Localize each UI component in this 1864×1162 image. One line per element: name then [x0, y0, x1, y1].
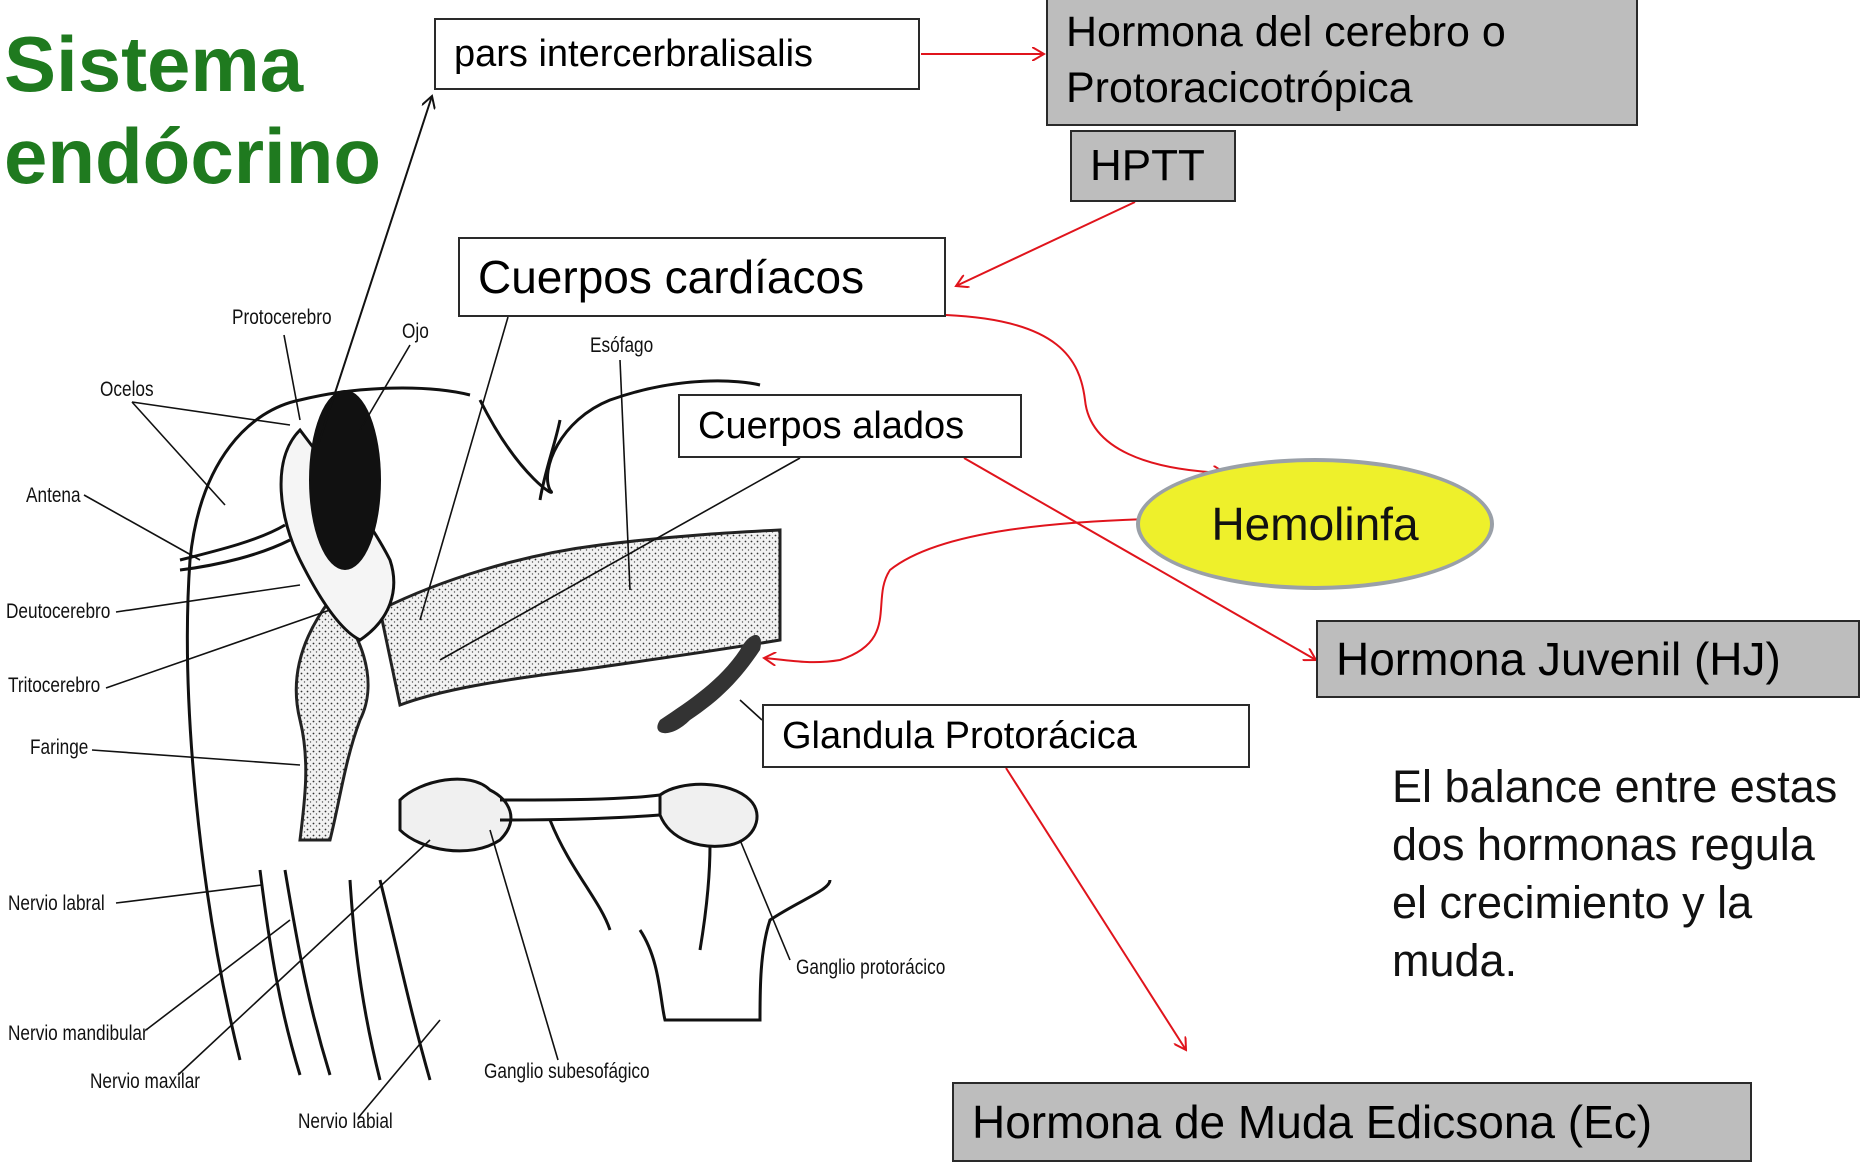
ellipse-hemolinfa: Hemolinfa	[1136, 458, 1494, 590]
box-hormona-cerebro: Hormona del cerebro o Protoracicotrópica	[1046, 0, 1638, 126]
title-line-1: Sistema	[4, 20, 304, 108]
label-nervio-labral: Nervio labral	[8, 892, 105, 915]
thorax-outline	[548, 819, 832, 1022]
balance-note: El balance entre estas dos hormonas regu…	[1392, 761, 1838, 986]
esophagus-shape	[378, 528, 782, 708]
head-capsule	[185, 379, 761, 1061]
box-hormona-juvenil: Hormona Juvenil (HJ)	[1316, 620, 1860, 698]
protothoracic-gland-shape	[657, 635, 761, 734]
label-nervio-maxilar: Nervio maxilar	[90, 1070, 201, 1093]
box-glandula-protoracica: Glandula Protorácica	[762, 704, 1250, 768]
label-ocelos: Ocelos	[100, 378, 154, 401]
label-protocerebro: Protocerebro	[232, 306, 332, 329]
label-nervio-mandibular: Nervio mandibular	[8, 1022, 148, 1045]
box-cuerpos-alados: Cuerpos alados	[678, 394, 1022, 458]
mouthparts	[258, 869, 432, 1081]
title-line-2: endócrino	[4, 112, 382, 200]
label-esofago: Esófago	[590, 334, 654, 357]
antenna-shape	[179, 523, 291, 572]
label-deutocerebro: Deutocerebro	[6, 600, 111, 623]
label-antena: Antena	[26, 484, 81, 507]
box-pars-intercerebralis: pars intercerbralisalis	[434, 18, 920, 90]
box-hptt: HPTT	[1070, 130, 1236, 202]
line-cuerpos-cardiacos	[419, 316, 509, 621]
arrow-pars	[317, 96, 432, 446]
subesophageal-ganglion-shape	[398, 777, 513, 853]
label-tritocerebro: Tritocerebro	[8, 674, 101, 697]
box-cuerpos-cardiacos: Cuerpos cardíacos	[458, 237, 946, 317]
line-glandula	[739, 699, 763, 721]
pharynx-shape	[294, 597, 370, 842]
label-ganglio-subesofagico: Ganglio subesofágico	[484, 1060, 650, 1083]
page-title: Sistema endócrino	[4, 18, 381, 202]
label-faringe: Faringe	[30, 736, 89, 759]
ganglion-nerve	[698, 844, 712, 951]
line-cuerpos-alados	[439, 457, 801, 661]
label-ojo: Ojo	[402, 320, 429, 343]
box-hormona-muda: Hormona de Muda Edicsona (Ec)	[952, 1082, 1752, 1162]
eye-shape	[309, 390, 381, 570]
nerve-cord	[499, 793, 661, 822]
label-leaders	[83, 334, 791, 1119]
label-nervio-labial: Nervio labial	[298, 1110, 393, 1133]
label-ganglio-protoracico: Ganglio protorácico	[796, 956, 946, 979]
prothoracic-ganglion-shape	[658, 782, 759, 848]
red-arrows	[764, 54, 1316, 1050]
